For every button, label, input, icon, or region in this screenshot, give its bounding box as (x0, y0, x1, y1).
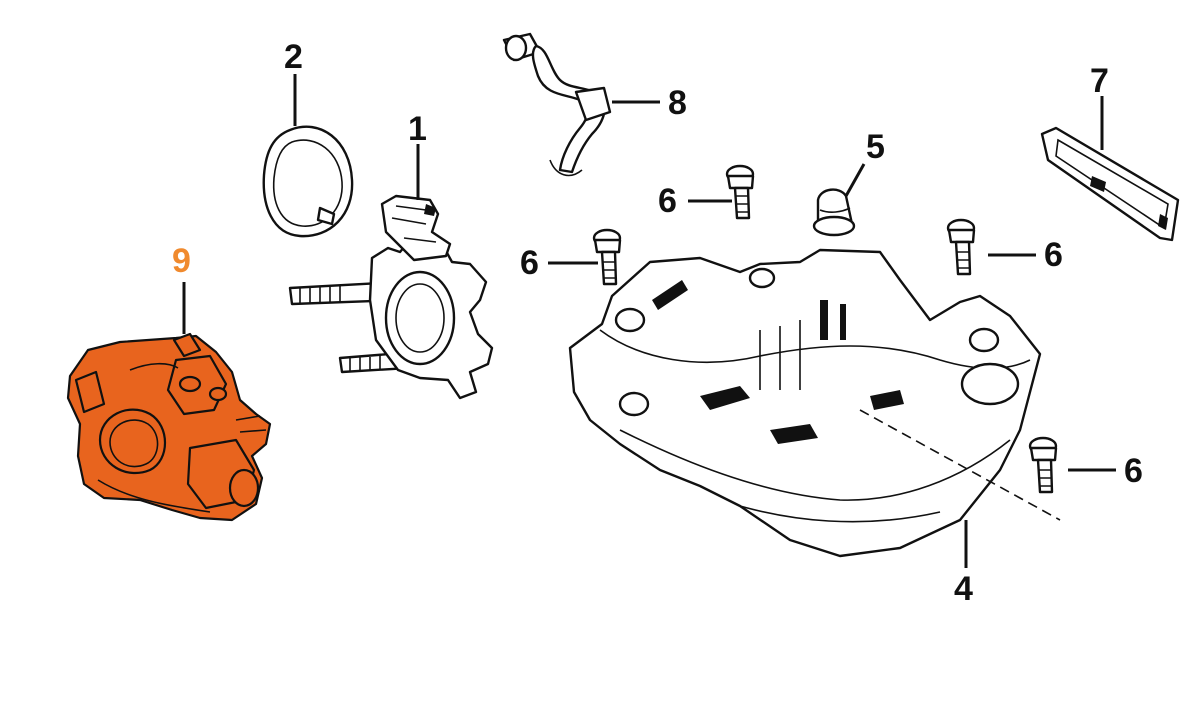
label-part-6-right: 6 (1044, 236, 1063, 274)
part-8-hose[interactable] (502, 32, 612, 177)
label-part-4: 4 (954, 570, 973, 608)
label-part-6-top: 6 (658, 182, 677, 220)
part-7-gasket-plate[interactable] (1040, 126, 1180, 242)
part-6-screw-lower-right[interactable] (1028, 436, 1058, 494)
label-part-1: 1 (408, 110, 427, 148)
part-2-gasket[interactable] (262, 125, 354, 238)
label-part-6-left: 6 (520, 244, 539, 282)
label-part-5: 5 (866, 128, 885, 166)
label-part-2: 2 (284, 38, 303, 76)
part-4-housing[interactable] (568, 248, 1061, 558)
callout-labels: 2 1 8 5 6 6 6 6 7 4 9 (172, 38, 1143, 608)
part-6-screw-right[interactable] (946, 218, 976, 276)
part-1-intake-flange[interactable] (288, 194, 494, 400)
part-6-screw-top[interactable] (725, 164, 755, 220)
part-6-screw-left[interactable] (592, 228, 622, 286)
part-9-carburetor[interactable] (66, 332, 272, 522)
label-part-6-lower-right: 6 (1124, 452, 1143, 490)
part-5-plug[interactable] (812, 188, 856, 237)
label-part-8: 8 (668, 84, 687, 122)
label-part-9: 9 (172, 242, 191, 280)
label-part-7: 7 (1090, 62, 1109, 100)
leader-lines (182, 74, 1116, 568)
